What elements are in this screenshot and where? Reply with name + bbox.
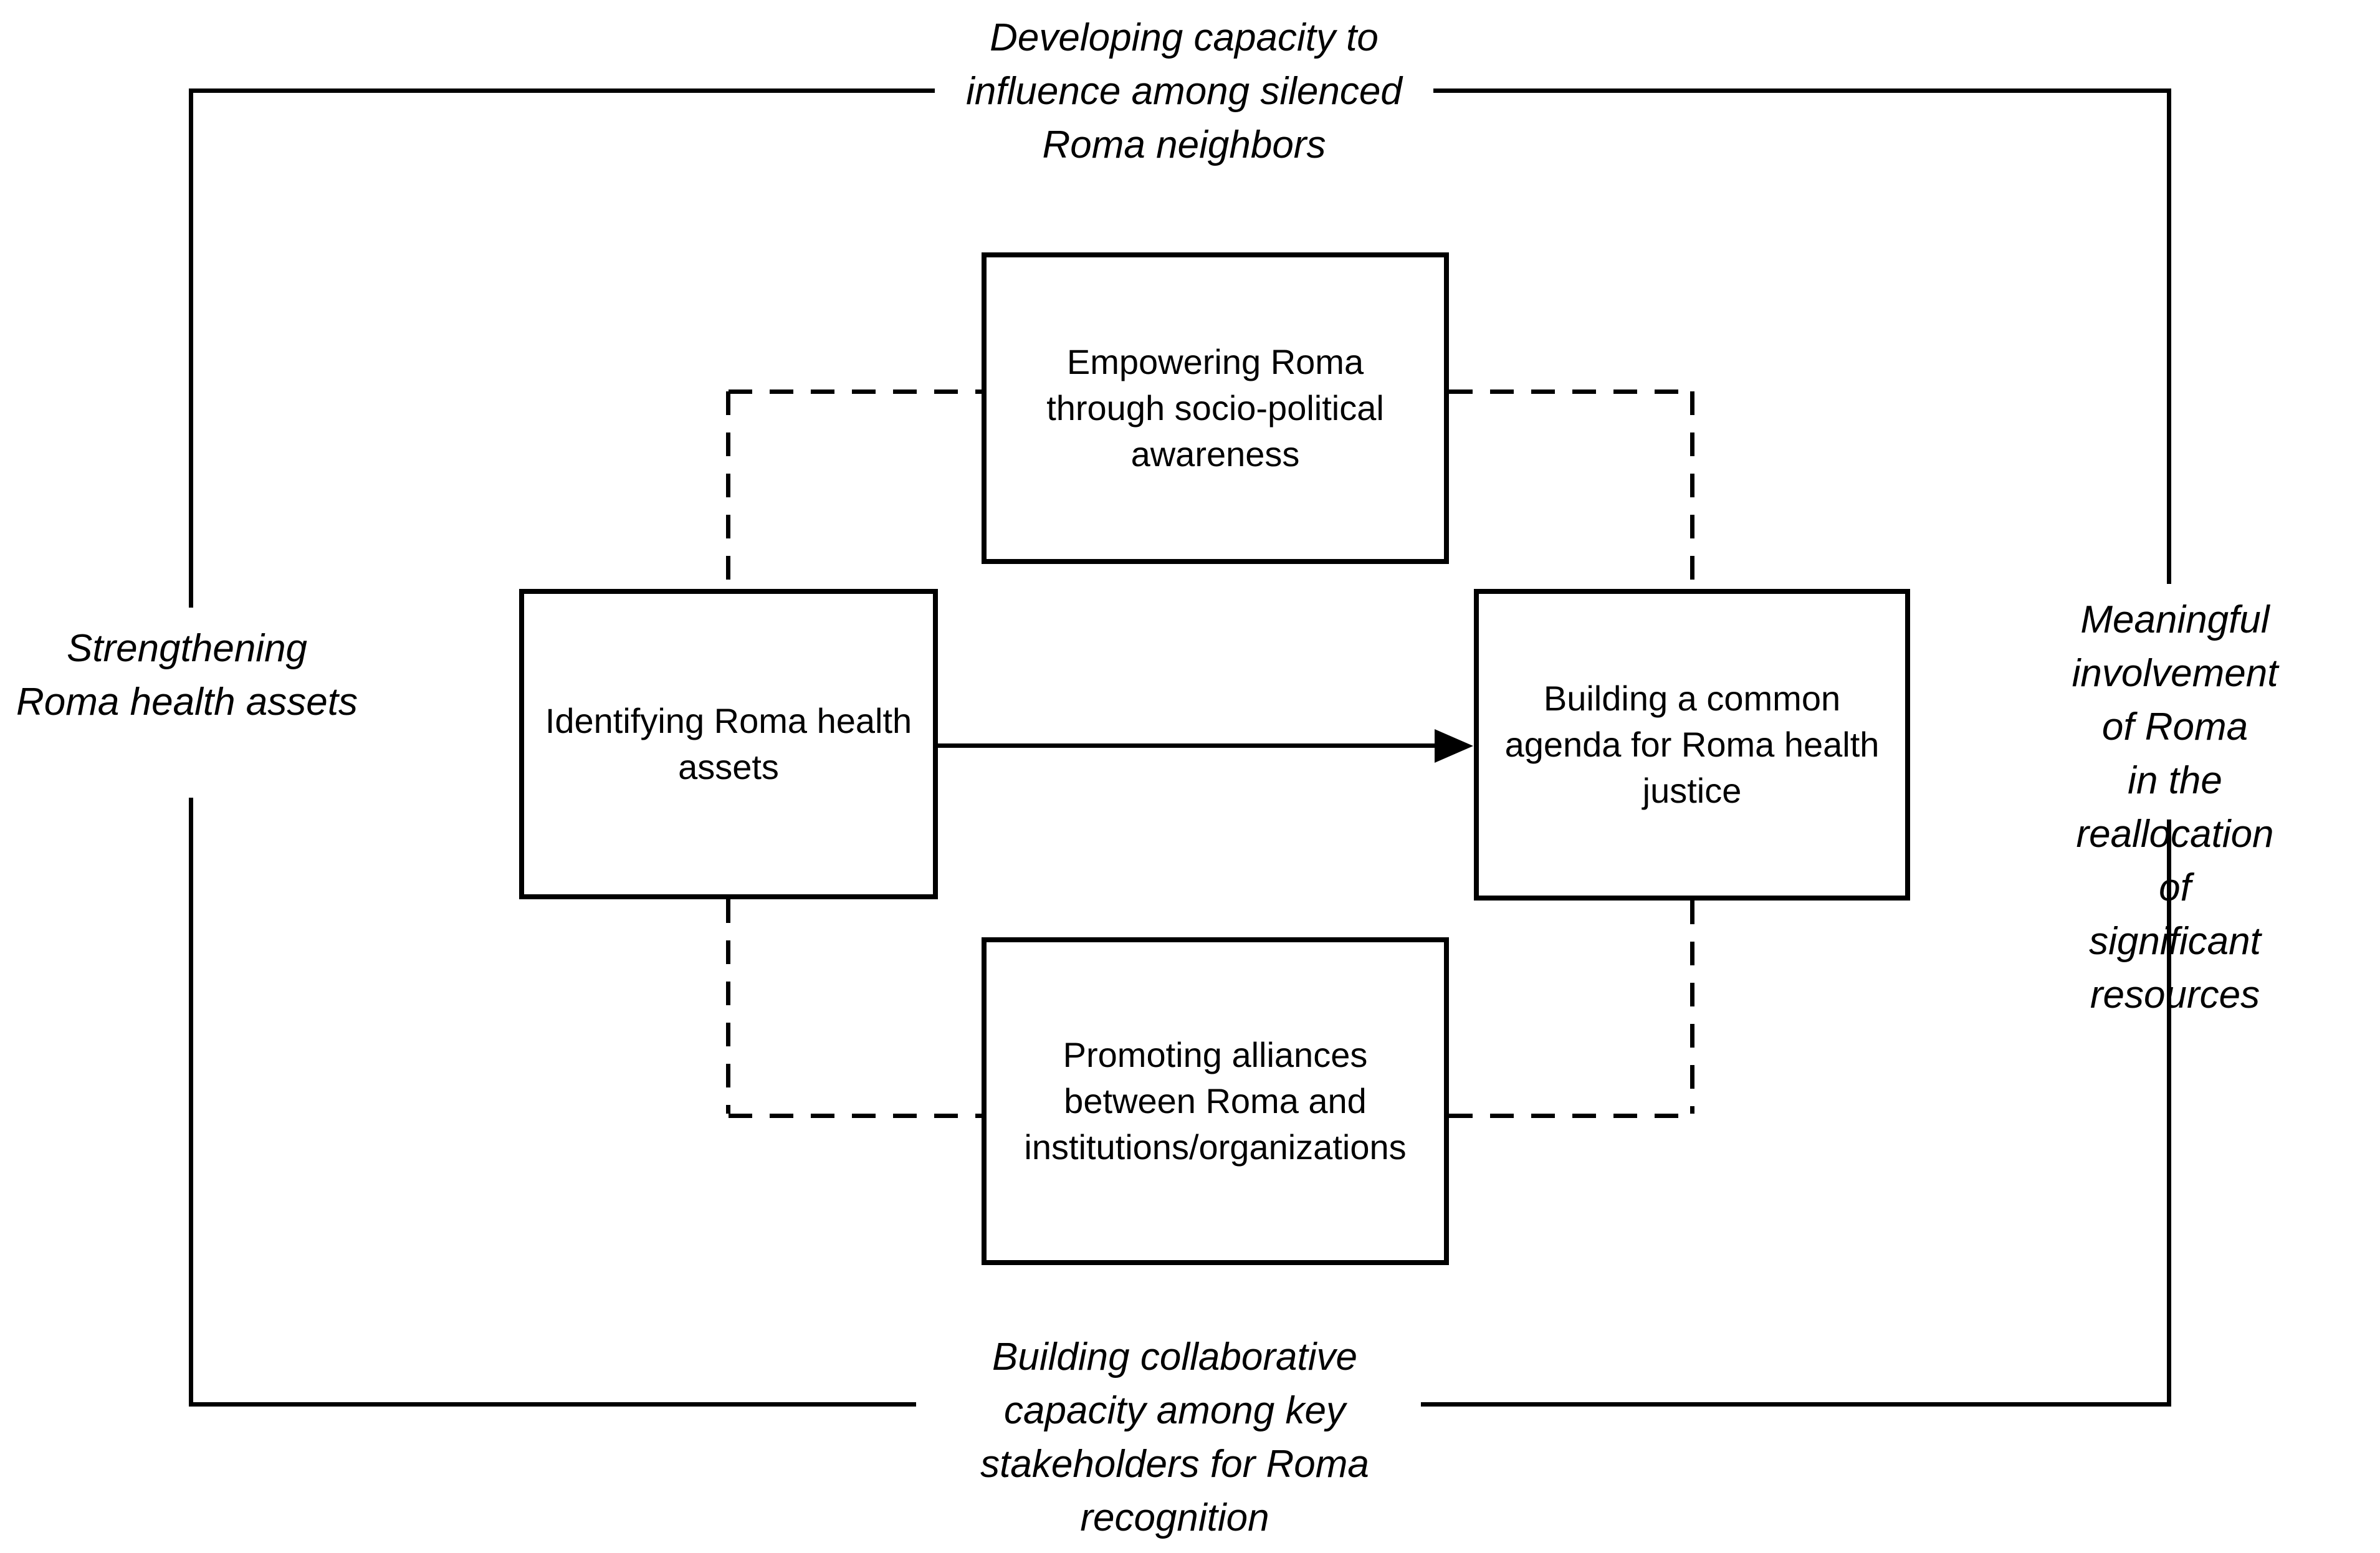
frame-right-lower-segment: [2167, 820, 2171, 1407]
box-promoting-alliances-label: Promoting alliances between Roma and ins…: [1024, 1035, 1407, 1167]
frame-left-lower-segment: [189, 798, 193, 1407]
box-promoting-alliances: Promoting alliances between Roma and ins…: [982, 937, 1449, 1265]
box-building-common-agenda: Building a common agenda for Roma health…: [1474, 589, 1910, 901]
frame-bottom-right-segment: [1421, 1402, 2171, 1407]
dashed-connector-promoting-right: [1449, 1114, 1692, 1118]
frame-right-upper-segment: [2167, 88, 2171, 584]
arrow-identifying-to-building-head: [1435, 729, 1473, 763]
dashed-connector-empowering-right: [1449, 389, 1692, 394]
frame-left-upper-segment: [189, 88, 193, 608]
dashed-connector-to-promoting-left: [729, 1114, 982, 1118]
box-identifying-roma-health-assets: Identifying Roma health assets: [519, 589, 938, 899]
frame-top-right-segment: [1433, 88, 2171, 93]
dashed-connector-identifying-down: [726, 899, 730, 1114]
outer-label-top: Developing capacity to influence among s…: [966, 16, 1402, 166]
outer-label-right: Meaningful involvement of Roma in the re…: [2072, 598, 2278, 1016]
outer-label-bottom: Building collaborative capacity among ke…: [980, 1336, 1369, 1539]
box-empowering-roma-label: Empowering Roma through socio-political …: [1046, 342, 1384, 474]
frame-top-left-segment: [189, 88, 935, 93]
frame-bottom-left-segment: [189, 1402, 916, 1407]
outer-label-left: Strengthening Roma health assets: [16, 627, 358, 724]
box-identifying-roma-health-assets-label: Identifying Roma health assets: [545, 701, 912, 786]
dashed-connector-up-to-building: [1690, 901, 1694, 1114]
dashed-connector-to-empowering-left: [729, 389, 982, 394]
box-empowering-roma: Empowering Roma through socio-political …: [982, 252, 1449, 564]
dashed-connector-down-to-building: [1690, 391, 1694, 589]
box-building-common-agenda-label: Building a common agenda for Roma health…: [1504, 679, 1880, 810]
dashed-connector-identifying-up: [726, 391, 730, 589]
arrow-identifying-to-building-line: [938, 743, 1440, 748]
